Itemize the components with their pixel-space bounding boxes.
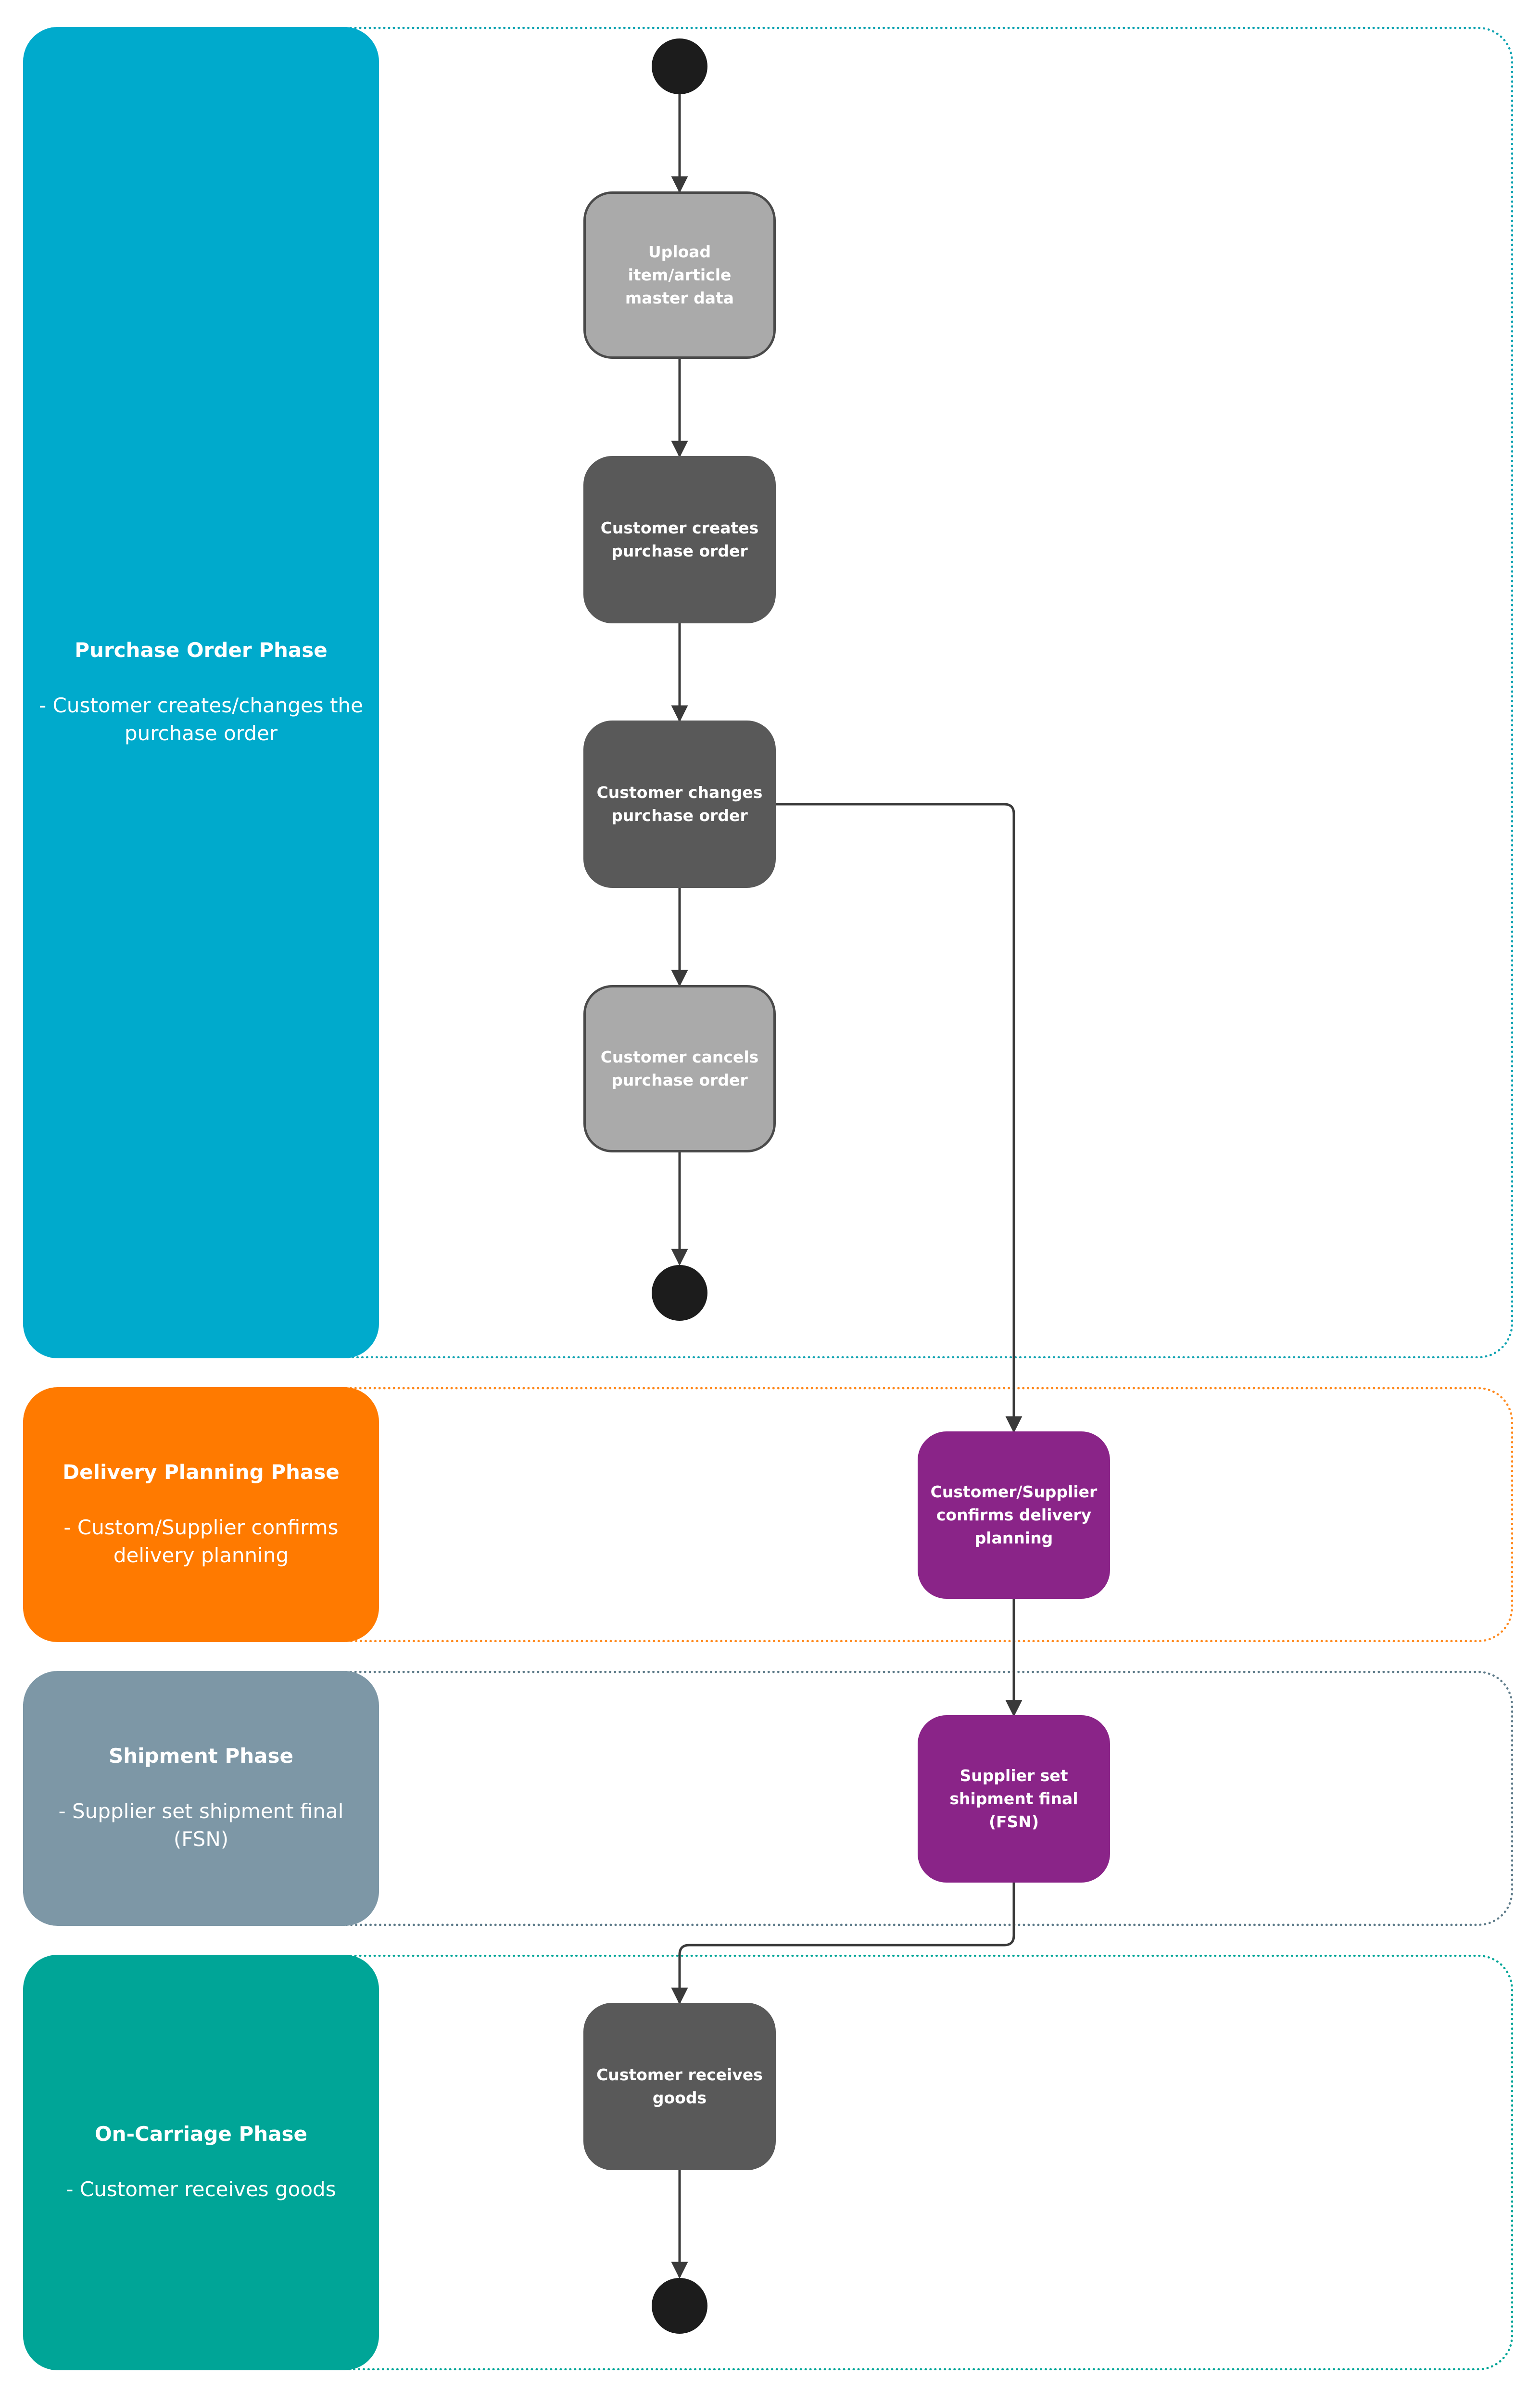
lane-description: - Customer receives goods	[66, 2177, 336, 2201]
lane-description: - Custom/Supplier confirms delivery plan…	[63, 1515, 339, 1568]
lane-on-carriage: On-Carriage Phase - Customer receives go…	[23, 1955, 379, 2370]
node-create-purchase-order: Customer creates purchase order	[583, 456, 776, 623]
end-node-goods	[652, 2278, 707, 2334]
lane-title: On-Carriage Phase	[94, 2122, 308, 2146]
node-label: Upload item/article master data	[625, 242, 734, 307]
node-label: Customer/Supplier confirms delivery plan…	[930, 1482, 1098, 1547]
node-label: Customer cancels purchase order	[600, 1048, 759, 1089]
lane-shipment: Shipment Phase - Supplier set shipment f…	[23, 1671, 379, 1926]
lane-delivery-planning: Delivery Planning Phase - Custom/Supplie…	[23, 1387, 379, 1642]
node-receive-goods: Customer receives goods	[583, 2003, 776, 2170]
node-change-purchase-order: Customer changes purchase order	[583, 721, 776, 888]
lane-title: Shipment Phase	[109, 1744, 293, 1768]
node-confirm-delivery-planning: Customer/Supplier confirms delivery plan…	[918, 1431, 1110, 1599]
start-node	[652, 38, 707, 94]
edge-shipment-to-receive	[671, 1883, 1015, 2005]
lane-purchase-order: Purchase Order Phase - Customer creates/…	[23, 27, 379, 1358]
edge-change-to-confirm	[776, 803, 1022, 1433]
node-upload-master-data: Upload item/article master data	[583, 191, 776, 359]
node-label: Customer changes purchase order	[596, 783, 763, 825]
node-cancel-purchase-order: Customer cancels purchase order	[583, 985, 776, 1152]
end-node-cancel	[652, 1265, 707, 1321]
node-set-shipment-final: Supplier set shipment final (FSN)	[918, 1715, 1110, 1883]
lane-title: Delivery Planning Phase	[63, 1460, 340, 1484]
lane-description: - Customer creates/changes the purchase …	[39, 693, 363, 746]
node-label: Supplier set shipment final (FSN)	[949, 1766, 1078, 1831]
node-label: Customer receives goods	[596, 2065, 763, 2107]
node-label: Customer creates purchase order	[600, 519, 759, 560]
lane-title: Purchase Order Phase	[75, 638, 328, 662]
lane-description: - Supplier set shipment final (FSN)	[58, 1799, 344, 1851]
